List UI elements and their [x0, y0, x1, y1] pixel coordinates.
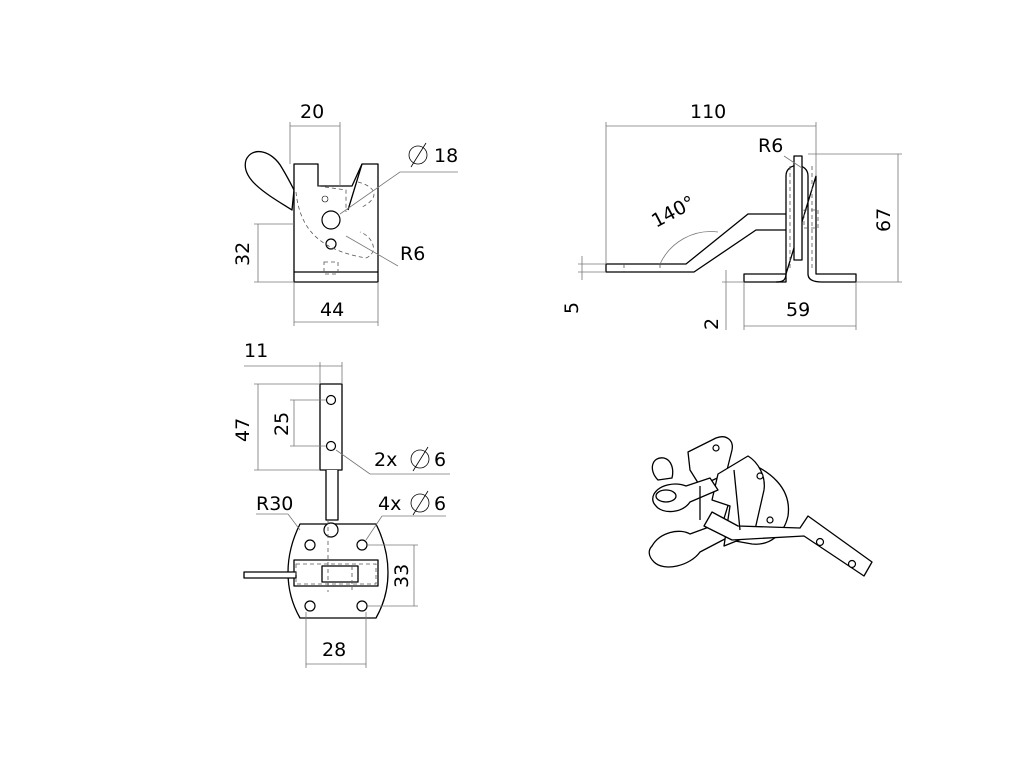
- top-dim-4x: 4x: [378, 493, 401, 515]
- side-pin: [793, 155, 803, 261]
- side-bent-arm: [605, 213, 793, 273]
- side-dim-59: 59: [786, 299, 810, 321]
- front-hidden-catch: [357, 181, 375, 209]
- front-handle-lever: [244, 150, 295, 211]
- iso-pivot: [655, 489, 677, 503]
- side-dim-110: 110: [690, 101, 726, 123]
- front-dim-18: 18: [434, 145, 458, 167]
- top-dim-47: 47: [232, 418, 254, 442]
- top-dim-2x: 2x: [374, 449, 397, 471]
- iso-latch-bar: [652, 477, 719, 513]
- diameter-symbol-icon: [410, 490, 430, 516]
- diameter-symbol-icon: [410, 446, 430, 472]
- top-bar-hole-1: [325, 394, 337, 406]
- iso-plate-hole-1: [756, 472, 764, 480]
- front-upper-dot: [321, 195, 329, 203]
- iso-bent-arm: [703, 511, 873, 577]
- top-dim-33: 33: [391, 564, 413, 588]
- top-plate-hole-1: [304, 539, 316, 551]
- iso-plate-hole-2: [766, 516, 774, 524]
- front-lower-hole: [325, 238, 337, 250]
- front-dim-20: 20: [300, 101, 324, 123]
- top-plate-hole-4: [356, 600, 368, 612]
- front-dim-44: 44: [320, 299, 344, 321]
- top-plate-hole-2: [356, 539, 368, 551]
- top-bar-hole-2: [325, 440, 337, 452]
- iso-arm-hole-1: [815, 537, 825, 547]
- top-pin-head: [323, 522, 339, 538]
- side-base-flange: [743, 273, 787, 283]
- top-dim-4x-dia: 6: [434, 493, 446, 515]
- top-dim-2x-dia: 6: [434, 449, 446, 471]
- front-dim-r6: R6: [400, 243, 425, 265]
- top-dim-25: 25: [271, 412, 293, 436]
- isometric-view: [648, 436, 873, 577]
- side-view: 110 R6 140° 67 5 2 59: [561, 101, 902, 330]
- top-dim-11: 11: [244, 340, 268, 362]
- front-dim-32: 32: [232, 242, 254, 266]
- iso-arm-hole-2: [847, 559, 857, 569]
- front-catch-edge: [347, 163, 363, 211]
- top-bar-neck: [325, 470, 339, 521]
- top-handle-rod: [243, 571, 297, 579]
- top-plate-hole-3: [304, 600, 316, 612]
- front-hidden-slot: [323, 261, 339, 275]
- iso-catch-hole: [712, 444, 720, 452]
- side-dim-r6: R6: [758, 135, 783, 157]
- side-dim-5: 5: [561, 302, 583, 314]
- top-dim-r30: R30: [256, 493, 293, 515]
- front-hidden-arc: [295, 191, 374, 259]
- top-view: 11 47 25 2x 6 R30 4x 6: [232, 340, 450, 668]
- diameter-symbol-icon: [408, 142, 428, 168]
- side-dim-67: 67: [873, 208, 895, 232]
- side-dim-140: 140°: [648, 192, 699, 233]
- iso-handle-knob: [651, 457, 674, 481]
- side-dim-2: 2: [701, 318, 723, 330]
- side-upright-plate: [785, 164, 857, 283]
- front-pin-circle: [321, 210, 341, 230]
- top-latch-block: [321, 565, 359, 583]
- top-dim-28: 28: [322, 639, 346, 661]
- front-hidden-latch: [317, 185, 347, 212]
- front-view: 20 18 32 R6 44: [232, 101, 458, 326]
